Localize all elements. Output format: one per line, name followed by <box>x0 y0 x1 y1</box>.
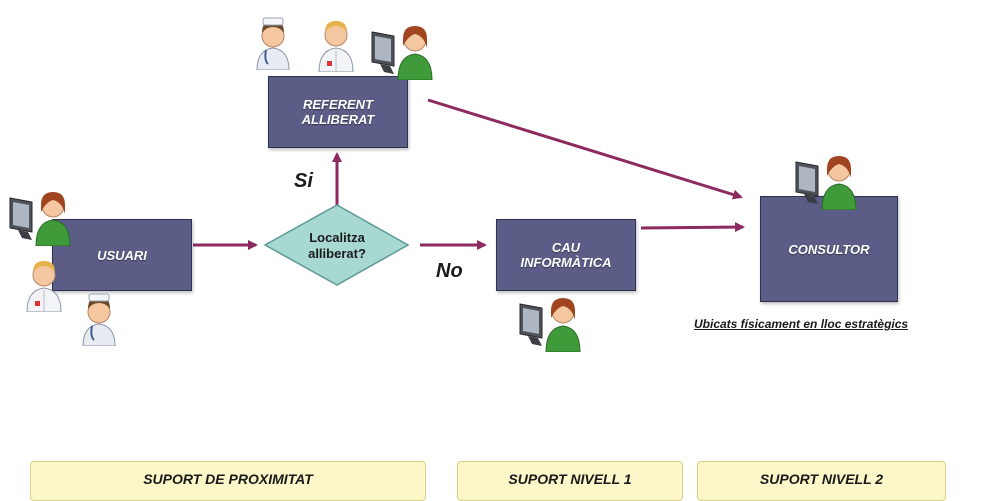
edge-label-si: Si <box>294 170 313 192</box>
band-suport-proximitat-label: SUPORT DE PROXIMITAT <box>143 471 313 487</box>
computer-user-icon <box>519 298 581 352</box>
decision-diamond <box>263 204 410 286</box>
flow-diagram: REFERENT ALLIBERAT USUARI CAU INFORMÀTIC… <box>9 17 946 501</box>
consultor-location-note: Ubicats físicament en lloc estratègics <box>694 317 909 331</box>
arrow-referent-consultor <box>427 98 743 200</box>
band-suport-nivell-1: SUPORT NIVELL 1 <box>457 461 683 501</box>
band-suport-nivell-1-label: SUPORT NIVELL 1 <box>508 471 632 487</box>
connectors <box>193 98 745 286</box>
node-usuari: USUARI <box>52 219 192 291</box>
doctor-icon <box>318 21 354 72</box>
band-suport-proximitat: SUPORT DE PROXIMITAT <box>30 461 426 501</box>
band-suport-nivell-2: SUPORT NIVELL 2 <box>697 461 946 501</box>
computer-user-icon <box>371 26 433 80</box>
computer-user-icon <box>795 156 857 210</box>
computer-user-icon <box>9 192 71 246</box>
node-referent-alliberat: REFERENT ALLIBERAT <box>268 76 408 148</box>
nurse-icon <box>256 17 290 70</box>
decision-label: Localitza alliberat? <box>308 230 366 261</box>
node-cau-informatica: CAU INFORMÀTICA <box>496 219 636 291</box>
nurse-icon <box>82 293 116 346</box>
doctor-icon <box>26 261 62 312</box>
edge-label-no: No <box>436 260 463 282</box>
band-suport-nivell-2-label: SUPORT NIVELL 2 <box>759 471 884 487</box>
arrow-cau-consultor <box>640 222 745 233</box>
node-consultor: CONSULTOR <box>760 196 898 302</box>
